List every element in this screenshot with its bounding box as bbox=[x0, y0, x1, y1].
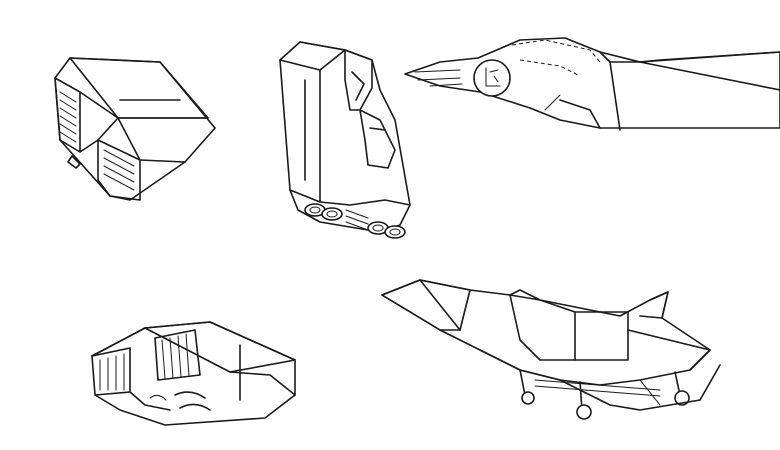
intake-slats-bottom-left bbox=[99, 353, 125, 391]
intake-slats-left bbox=[59, 91, 77, 143]
engine-pack-bottom-left bbox=[91, 321, 296, 426]
intake-slats-right bbox=[103, 149, 135, 191]
landing-gear bbox=[519, 369, 690, 420]
exhaust-nozzles bbox=[304, 203, 406, 239]
engine-block-top-center bbox=[279, 41, 411, 239]
cockpit-cutaway-top-right bbox=[404, 37, 780, 131]
intake-slats-bottom-middle bbox=[161, 333, 190, 379]
pilot-seat-circle bbox=[473, 59, 511, 97]
engine-pack-top-left bbox=[54, 57, 216, 201]
fighter-jet-bottom-right bbox=[381, 279, 721, 420]
